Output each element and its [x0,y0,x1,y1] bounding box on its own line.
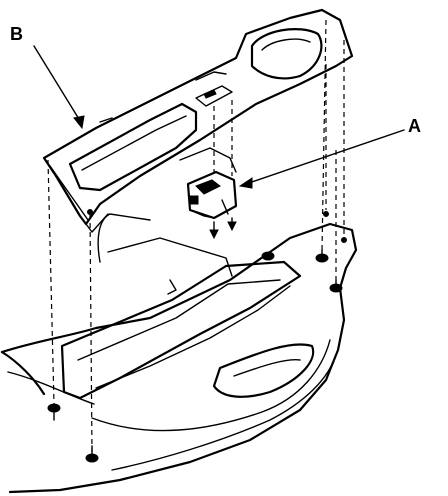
callout-label-a: A [408,116,421,136]
callout-leader-a [238,129,405,189]
fasteners [47,209,347,463]
door-panel-body [0,222,358,494]
clip-right-top [87,209,347,243]
callout-label-b: B [10,24,23,44]
window-switch-a [186,170,238,240]
screw-left-upper [47,403,61,421]
screw-right-1 [315,249,329,263]
screw-right-2 [329,279,343,293]
alignment-lines [47,19,345,453]
screw-center [261,251,275,261]
map-pocket [60,213,302,400]
callout-leader-b [33,45,85,130]
armrest-panel-b [42,8,354,233]
